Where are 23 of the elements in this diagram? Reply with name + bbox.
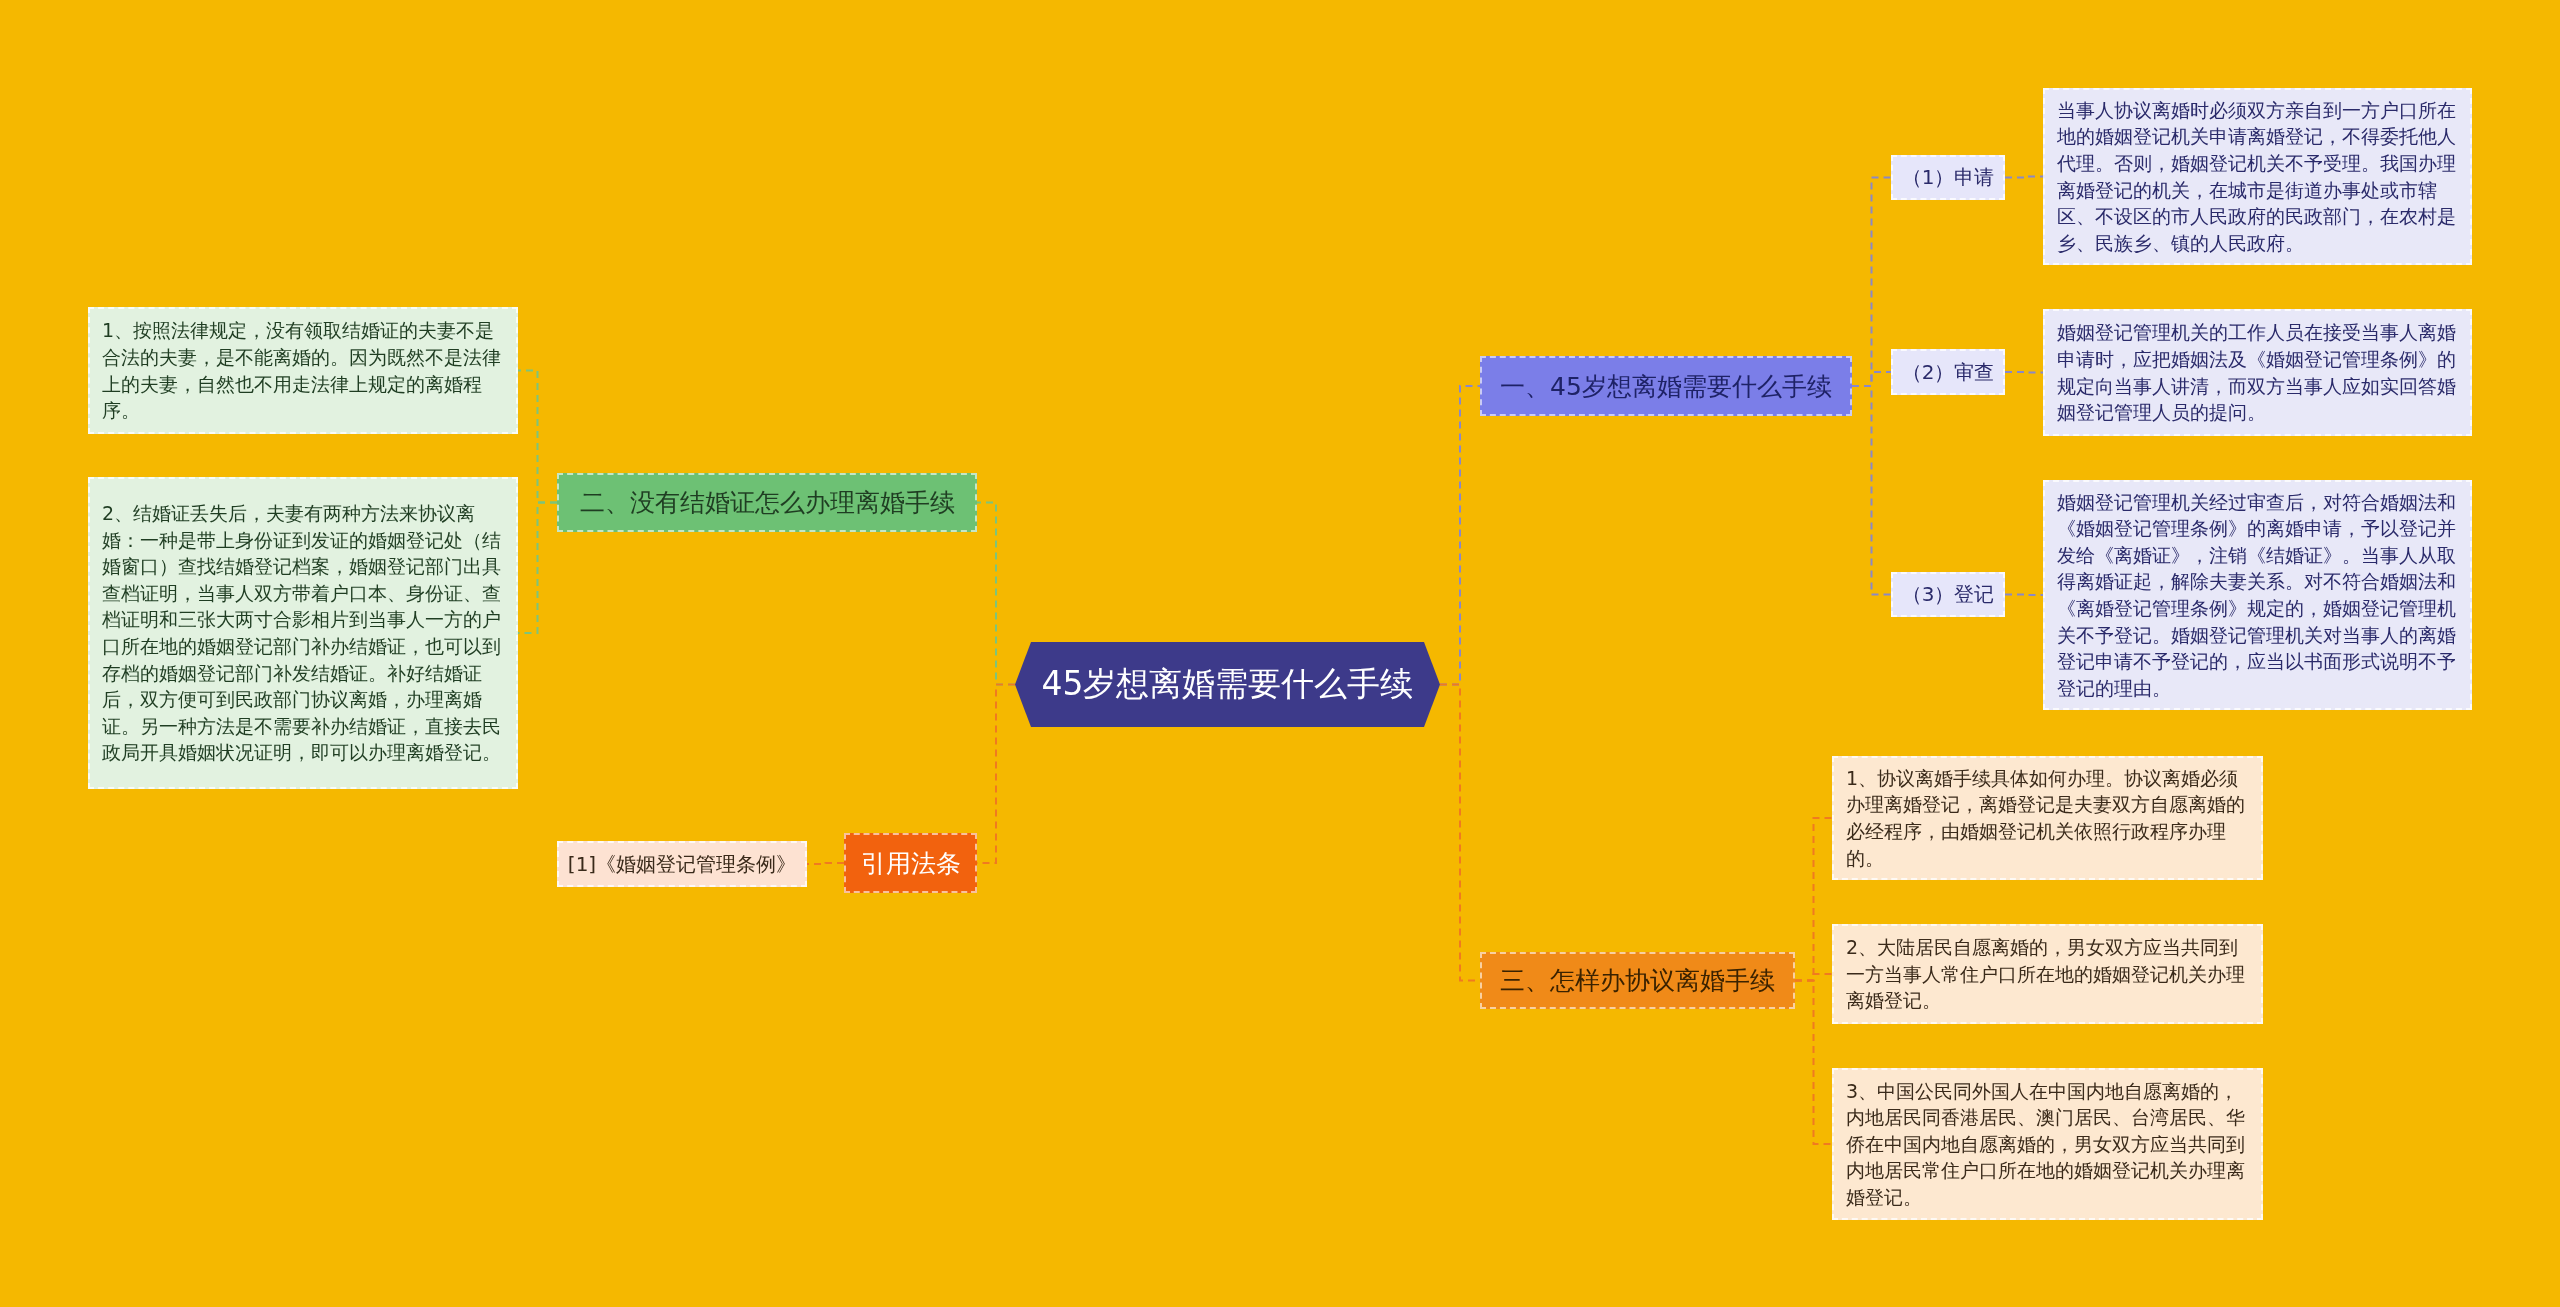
branch-topic: 二、没有结婚证怎么办理离婚手续 xyxy=(557,473,977,532)
connector-line xyxy=(1794,979,1833,1145)
connector-line xyxy=(2004,371,2044,374)
detail-note: 3、中国公民同外国人在中国内地自愿离婚的，内地居民同香港居民、澳门居民、台湾居民、华侨在中国内地自愿离婚的，男女双方应当共同到内地居民常住户口所在地的婚姻登记机关办理离婚登记。 xyxy=(1832,1068,2263,1220)
citation-topic: 引用法条 xyxy=(844,833,977,893)
detail-note: 婚姻登记管理机关经过审查后，对符合婚姻法和《婚姻登记管理条例》的离婚申请，予以登记并发给《离婚证》，注销《结婚证》。当事人从取得离婚证起，解除夫妻关系。对不符合婚姻法和《离婚登记管理条例》规定的，婚姻登记管理机关不予登记。婚姻登记管理机关对当事人的离婚登记申请不予登记的，应当以书面形式说明不予登记的理由。 xyxy=(2043,480,2472,710)
connector-line xyxy=(1851,385,1892,596)
detail-note: 婚姻登记管理机关的工作人员在接受当事人离婚申请时，应把婚姻法及《婚姻登记管理条例》的规定向当事人讲清，而双方当事人应如实回答婚姻登记管理人员的提问。 xyxy=(2043,309,2472,436)
connector-line xyxy=(2004,593,2044,596)
connector-line xyxy=(806,862,845,865)
central-topic-text: 45岁想离婚需要什么手续 xyxy=(1041,663,1414,705)
detail-note: 1、协议离婚手续具体如何办理。协议离婚必须办理离婚登记，离婚登记是夫妻双方自愿离婚的必经程序，由婚姻登记机关依照行政程序办理的。 xyxy=(1832,756,2263,880)
detail-note: 2、大陆居民自愿离婚的，男女双方应当共同到一方当事人常住户口所在地的婚姻登记机关办理离婚登记。 xyxy=(1832,924,2263,1024)
subtopic-label: （2）审查 xyxy=(1891,349,2005,395)
citation-note: [1]《婚姻登记管理条例》 xyxy=(557,841,807,887)
connector-line xyxy=(2004,175,2044,179)
branch-topic: 一、45岁想离婚需要什么手续 xyxy=(1480,356,1852,416)
detail-note: 1、按照法律规定，没有领取结婚证的夫妻不是合法的夫妻，是不能离婚的。因为既然不是法律上的夫妻，自然也不用走法律上规定的离婚程序。 xyxy=(88,307,518,434)
subtopic-label: （3）登记 xyxy=(1891,572,2005,617)
branch-topic: 三、怎样办协议离婚手续 xyxy=(1480,952,1795,1009)
detail-note: 2、结婚证丢失后，夫妻有两种方法来协议离婚：一种是带上身份证到发证的婚姻登记处（结婚窗口）查找结婚登记档案，婚姻登记部门出具查档证明，当事人双方带着户口本、身份证、查档证明和三张大两寸合影相片到当事人一方的户口所在地的婚姻登记部门补办结婚证，也可以到存档的婚姻登记部门补发结婚证。补好结婚证后，双方便可到民政部门协议离婚，办理离婚证。另一种方法是不需要补办结婚证，直接去民政局开具婚姻状况证明，即可以办理离婚登记。 xyxy=(88,477,518,789)
subtopic-label: （1）申请 xyxy=(1891,155,2005,200)
detail-note: 当事人协议离婚时必须双方亲自到一方户口所在地的婚姻登记机关申请离婚登记，不得委托他人代理。否则，婚姻登记机关不予受理。我国办理离婚登记的机关，在城市是街道办事处或市辖区、不设区的市人民政府的民政部门，在农村是乡、民族乡、镇的人民政府。 xyxy=(2043,88,2472,265)
